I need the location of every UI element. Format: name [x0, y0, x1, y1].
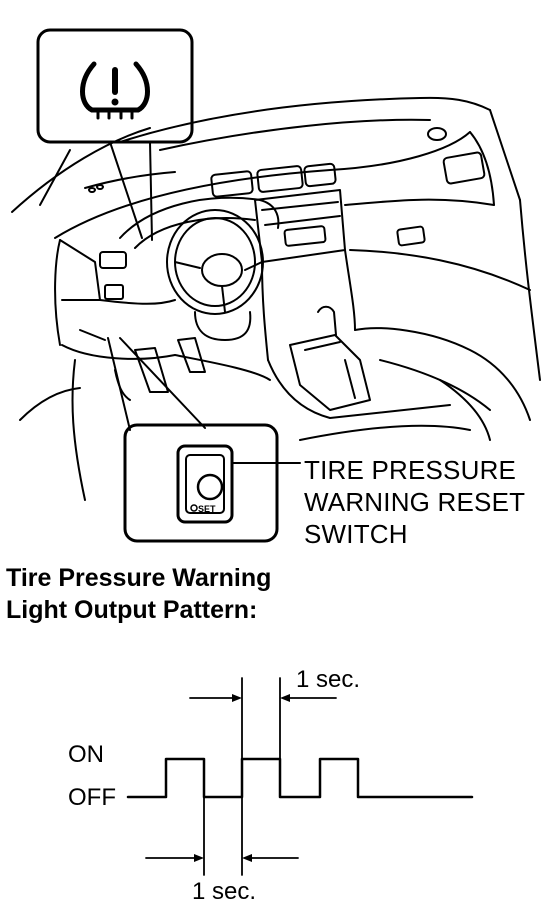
- warning-light-waveform: [126, 757, 474, 799]
- top-interval-dimension: [189, 677, 337, 760]
- reset-switch-label-line-1: TIRE PRESSURE: [304, 455, 517, 485]
- warning-lamp-callout: [36, 28, 194, 241]
- output-pattern-heading-line-2: Light Output Pattern:: [6, 596, 258, 624]
- bottom-interval-dimension: [145, 796, 299, 876]
- output-pattern-heading-line-1: Tire Pressure Warning: [6, 564, 272, 592]
- reset-switch-callout: [107, 337, 279, 543]
- reset-switch-label-line-2: WARNING RESET: [304, 487, 526, 517]
- top-interval-label: 1 sec.: [296, 666, 361, 693]
- reset-switch: SET: [176, 444, 301, 524]
- waveform-trace: [126, 757, 474, 799]
- tire-pressure-warning-icon: [80, 61, 150, 120]
- off-level-label: OFF: [68, 784, 116, 811]
- bottom-interval-label: 1 sec.: [192, 878, 257, 905]
- switch-set-text: SET: [198, 504, 216, 514]
- reset-switch-label-line-3: SWITCH: [304, 519, 408, 549]
- on-level-label: ON: [68, 741, 104, 768]
- dashboard-drawing: [11, 96, 541, 501]
